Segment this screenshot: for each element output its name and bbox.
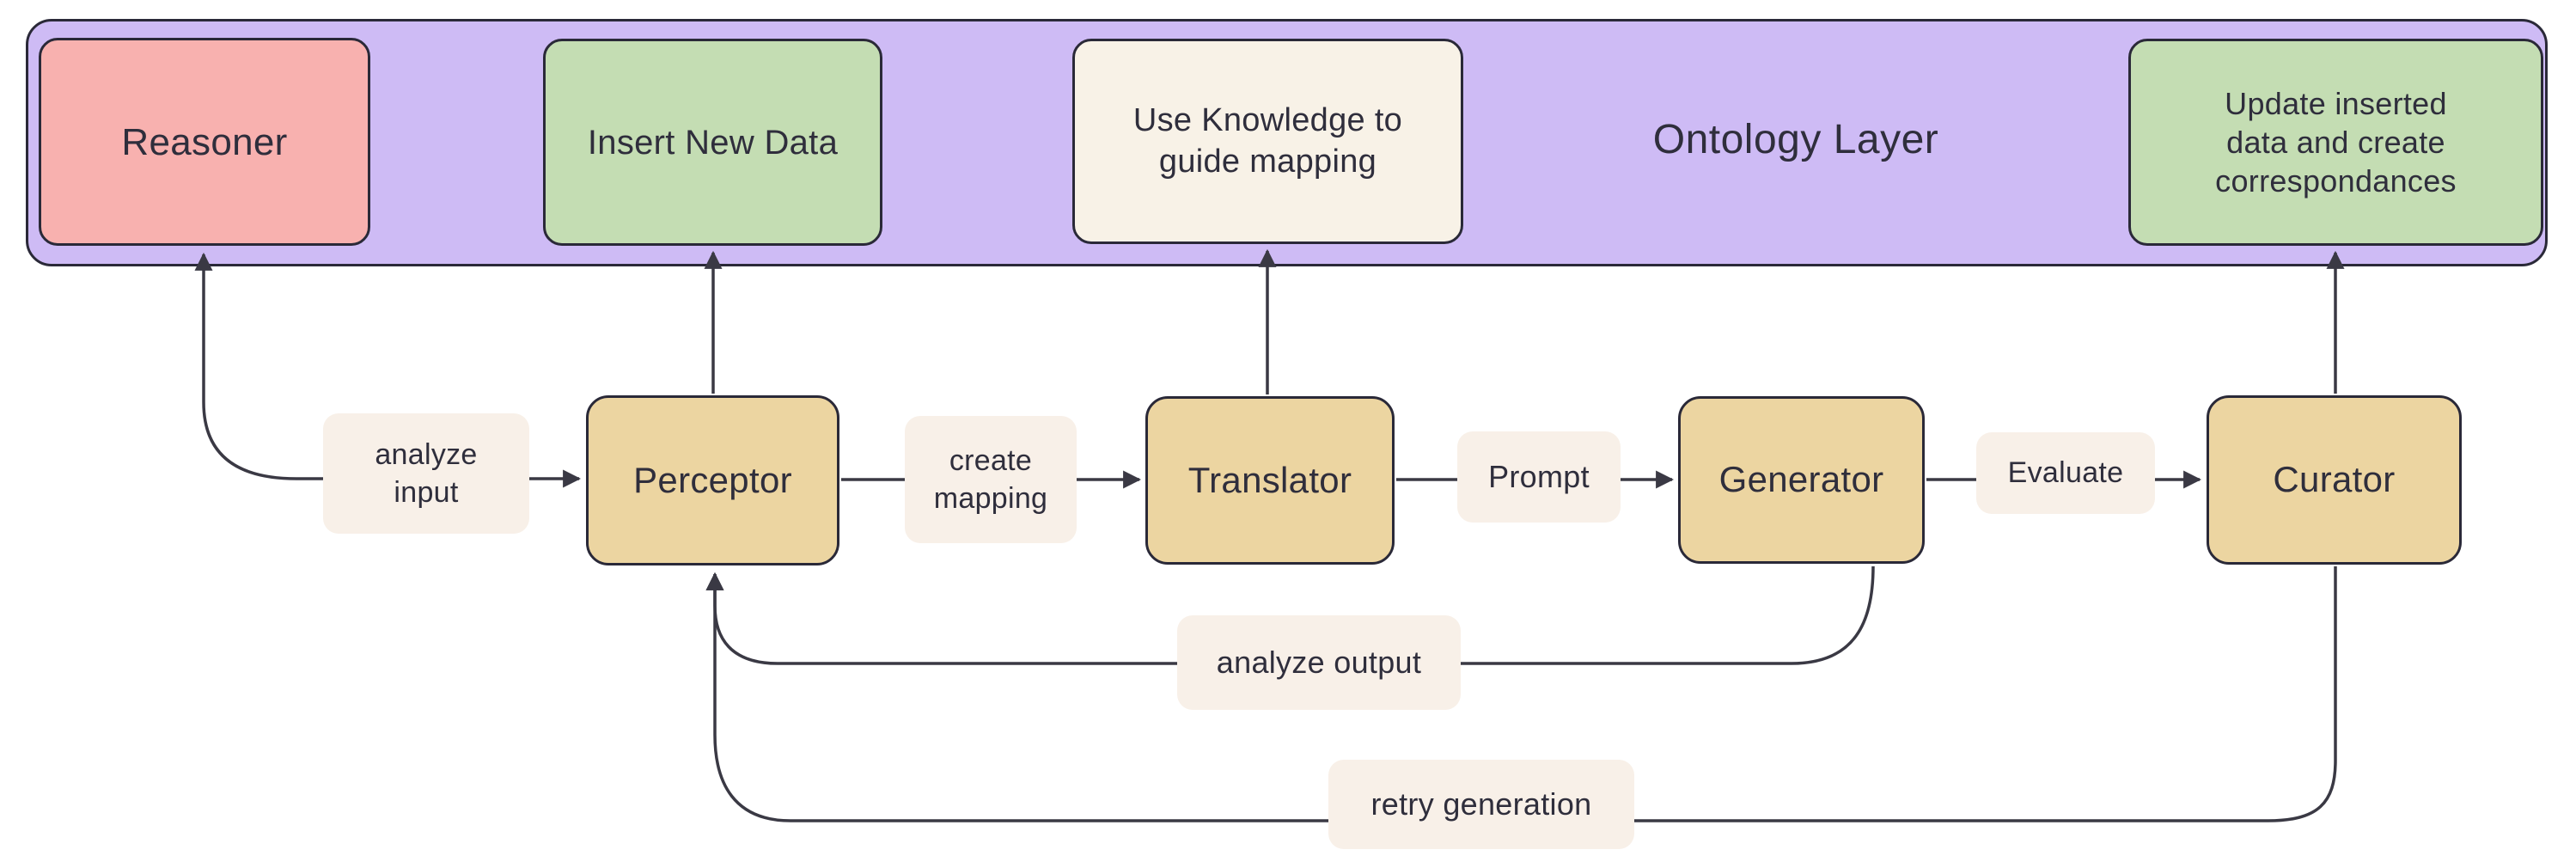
node-generator: Generator bbox=[1678, 396, 1925, 564]
edge-label-create-mapping-text: create mapping bbox=[933, 443, 1048, 515]
node-generator-label: Generator bbox=[1718, 459, 1884, 500]
node-perceptor: Perceptor bbox=[586, 395, 839, 565]
node-reasoner-label: Reasoner bbox=[121, 120, 288, 163]
node-use-knowledge-label: Use Knowledge to guide mapping bbox=[1132, 102, 1403, 180]
node-translator-label: Translator bbox=[1187, 459, 1352, 500]
edge-label-evaluate-text: Evaluate bbox=[2007, 456, 2124, 490]
edge-label-prompt: Prompt bbox=[1457, 431, 1621, 523]
edge-label-analyze-input: analyze input bbox=[323, 413, 529, 534]
edge-label-analyze-output-text: analyze output bbox=[1216, 644, 1422, 680]
ontology-layer-title: Ontology Layer bbox=[1598, 99, 1993, 180]
node-update-inserted-label: Update inserted data and create correspo… bbox=[2215, 86, 2457, 199]
edge-generator-perceptor-analyze-output bbox=[705, 565, 1875, 665]
edge-label-retry-generation: retry generation bbox=[1328, 760, 1634, 849]
node-translator: Translator bbox=[1145, 396, 1395, 565]
ontology-layer-title-text: Ontology Layer bbox=[1652, 117, 1939, 162]
node-insert-new-data-label: Insert New Data bbox=[587, 123, 839, 162]
edge-label-evaluate: Evaluate bbox=[1976, 432, 2155, 514]
node-use-knowledge: Use Knowledge to guide mapping bbox=[1072, 39, 1463, 244]
edge-perceptor-reasoner-analyze-input bbox=[194, 252, 582, 488]
edge-label-analyze-output: analyze output bbox=[1177, 615, 1461, 710]
node-curator-label: Curator bbox=[2273, 459, 2396, 500]
node-update-inserted: Update inserted data and create correspo… bbox=[2128, 39, 2543, 246]
edge-curator-perceptor-retry-generation bbox=[705, 566, 2337, 822]
node-perceptor-label: Perceptor bbox=[633, 459, 792, 500]
edge-label-prompt-text: Prompt bbox=[1488, 458, 1590, 494]
node-curator: Curator bbox=[2207, 395, 2462, 565]
edge-label-retry-generation-text: retry generation bbox=[1370, 785, 1592, 822]
node-reasoner: Reasoner bbox=[39, 38, 370, 246]
edge-label-analyze-input-text: analyze input bbox=[375, 437, 478, 509]
edge-label-create-mapping: create mapping bbox=[905, 416, 1077, 543]
node-insert-new-data: Insert New Data bbox=[543, 39, 882, 246]
